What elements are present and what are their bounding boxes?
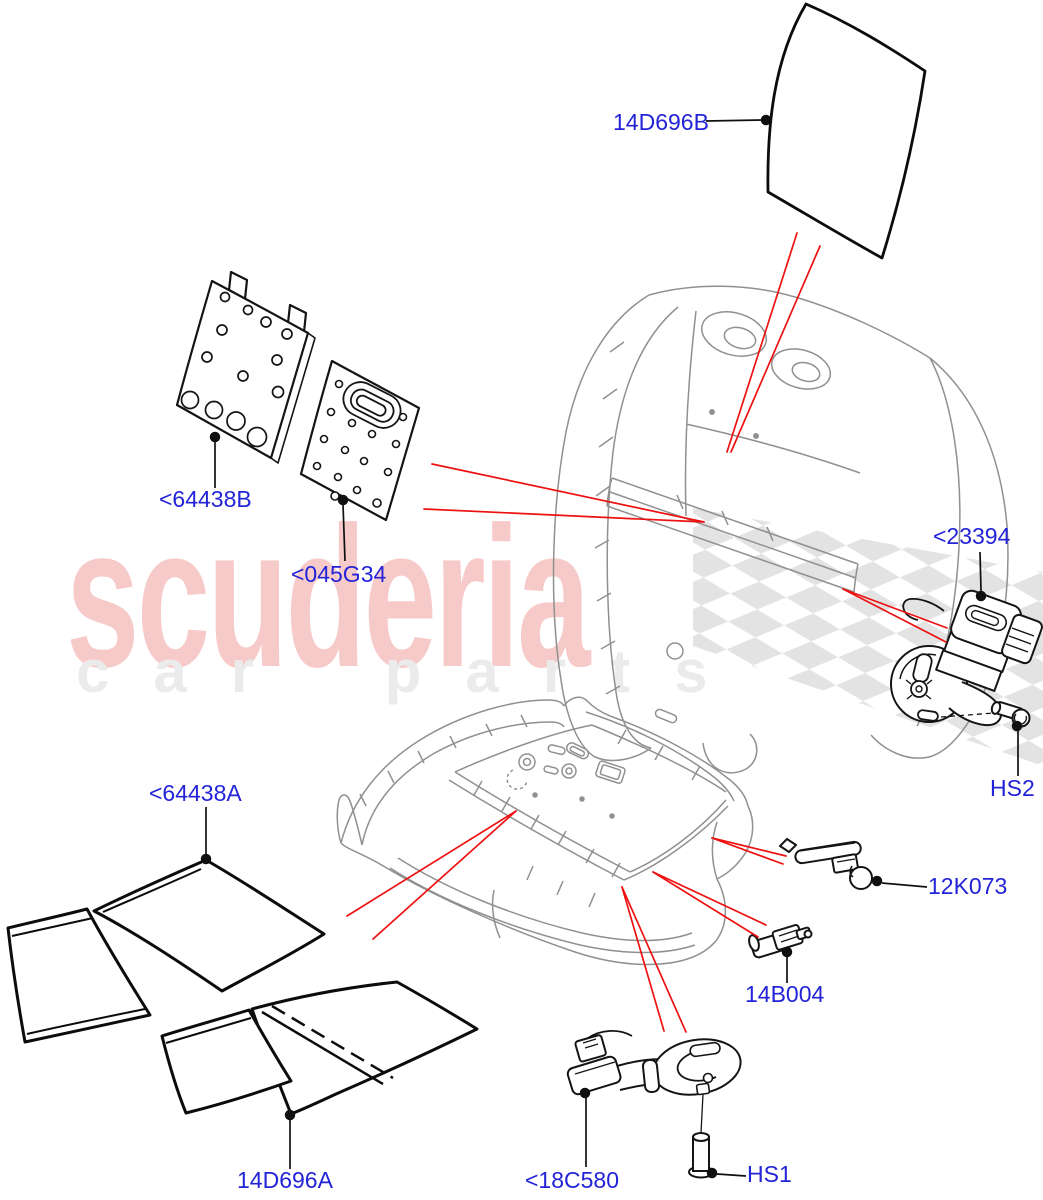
- part-label-64438a[interactable]: <64438A: [149, 780, 242, 806]
- part-label-14d696a[interactable]: 14D696A: [237, 1167, 333, 1193]
- part-label-045g34[interactable]: <045G34: [291, 561, 387, 587]
- recliner-motor-drawing: [890, 589, 1043, 727]
- part-label-hs2[interactable]: HS2: [990, 775, 1035, 801]
- sensor-14b004-drawing: [748, 924, 813, 959]
- seat-module-18c580-drawing: [566, 1030, 742, 1134]
- brand-watermark: scuderia: [66, 486, 590, 709]
- wiring-clip-12k073-drawing: [779, 838, 873, 890]
- cushion-heater-pads-drawing: [6, 858, 479, 1116]
- brand-tagline-watermark: car parts: [76, 638, 752, 705]
- seat-backrest-drawing: [552, 285, 1009, 774]
- seat-cushion-drawing: [336, 696, 754, 966]
- part-label-12k073[interactable]: 12K073: [928, 873, 1008, 899]
- backrest-panel-045G34-drawing: [299, 359, 421, 522]
- backrest-heater-pad-drawing: [766, 2, 927, 260]
- part-label-23394[interactable]: <23394: [933, 523, 1011, 549]
- label-leader-lines: [200, 114, 1023, 1179]
- part-label-14b004[interactable]: 14B004: [745, 981, 825, 1007]
- backrest-panel-64438B-drawing: [175, 270, 316, 464]
- red-callout-lines: [346, 232, 948, 1033]
- part-label-18c580[interactable]: <18C580: [525, 1167, 619, 1193]
- part-label-64438b[interactable]: <64438B: [159, 486, 252, 512]
- part-label-hs1[interactable]: HS1: [747, 1161, 792, 1187]
- part-label-14d696b[interactable]: 14D696B: [613, 109, 709, 135]
